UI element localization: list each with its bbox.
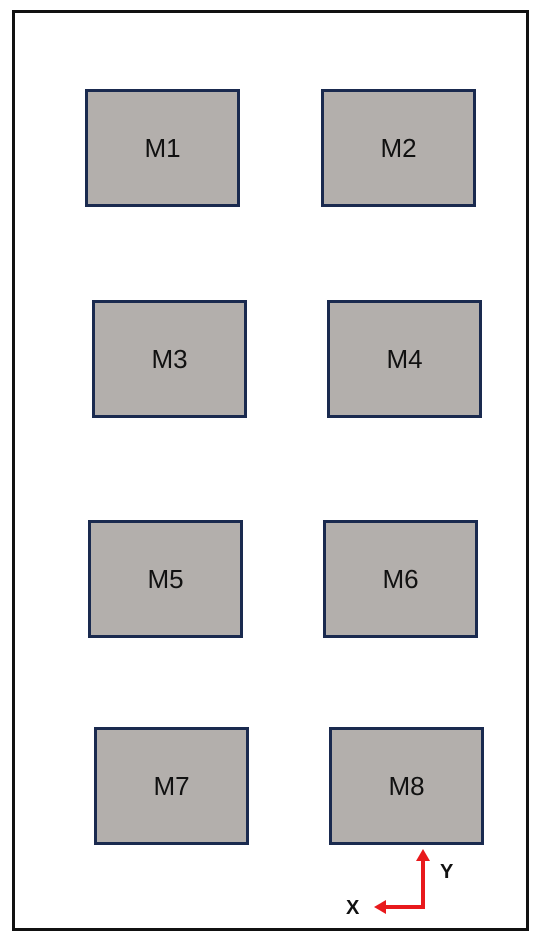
x-arrowhead: [374, 900, 386, 914]
coordinate-axes: X Y: [346, 849, 454, 919]
module-label: M8: [388, 770, 425, 801]
module-m4: M4: [327, 300, 482, 418]
y-axis-label: Y: [440, 861, 454, 883]
module-m8: M8: [329, 727, 484, 845]
module-label: M2: [380, 132, 417, 163]
module-label: M3: [151, 343, 188, 374]
module-label: M7: [153, 770, 190, 801]
module-m1: M1: [85, 89, 240, 207]
module-label: M1: [144, 132, 181, 163]
module-m6: M6: [323, 520, 478, 638]
module-label: M6: [382, 563, 419, 594]
module-m2: M2: [321, 89, 476, 207]
module-m5: M5: [88, 520, 243, 638]
module-m7: M7: [94, 727, 249, 845]
y-arrowhead: [416, 849, 430, 861]
x-axis-label: X: [346, 897, 360, 919]
module-label: M4: [386, 343, 423, 374]
module-label: M5: [147, 563, 184, 594]
module-m3: M3: [92, 300, 247, 418]
